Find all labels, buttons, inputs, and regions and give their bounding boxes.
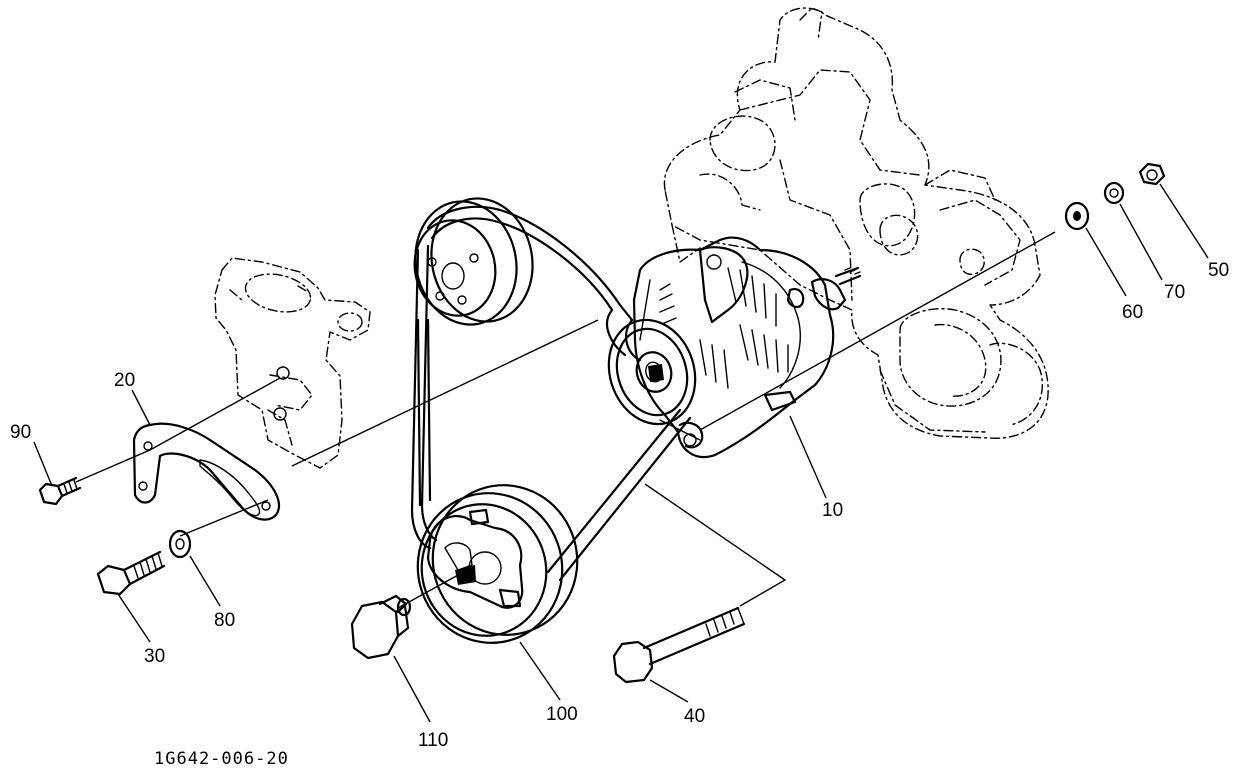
- washer-60: [1064, 201, 1090, 231]
- callout-leaders: [33, 183, 1209, 723]
- bolt-90: [38, 476, 82, 506]
- bolt-40: [612, 606, 746, 684]
- crank-pulley-100: [416, 484, 579, 644]
- adjusting-bracket-20: [132, 422, 281, 521]
- bolt-30: [96, 550, 166, 596]
- washer-80: [168, 529, 192, 559]
- lock-washer-70: [1103, 181, 1125, 205]
- callout-60: 60: [1122, 302, 1143, 323]
- callout-80: 80: [214, 610, 235, 631]
- callout-40: 40: [684, 706, 705, 727]
- callout-10: 10: [822, 500, 843, 521]
- v-belt: [410, 205, 692, 582]
- engine-block-outline: [663, 7, 1049, 439]
- callout-50: 50: [1208, 260, 1229, 281]
- nut-50: [1138, 162, 1166, 186]
- callout-20: 20: [114, 370, 135, 391]
- callout-90: 90: [10, 422, 31, 443]
- reference-lines: [75, 231, 1056, 609]
- callout-70: 70: [1164, 282, 1185, 303]
- callout-labels: 20 90 30 80 10 100 110 40 60 70 50: [10, 260, 1229, 751]
- callout-100: 100: [546, 704, 578, 725]
- water-flange-outline: [214, 257, 371, 469]
- callout-110: 110: [418, 730, 448, 751]
- alternator-10: [632, 236, 862, 458]
- fan-pulley: [413, 197, 534, 326]
- bolt-110: [350, 594, 412, 660]
- alternator-pulley: [607, 318, 697, 426]
- drawing-code: 1G642-006-20: [154, 749, 289, 769]
- callout-30: 30: [144, 646, 165, 667]
